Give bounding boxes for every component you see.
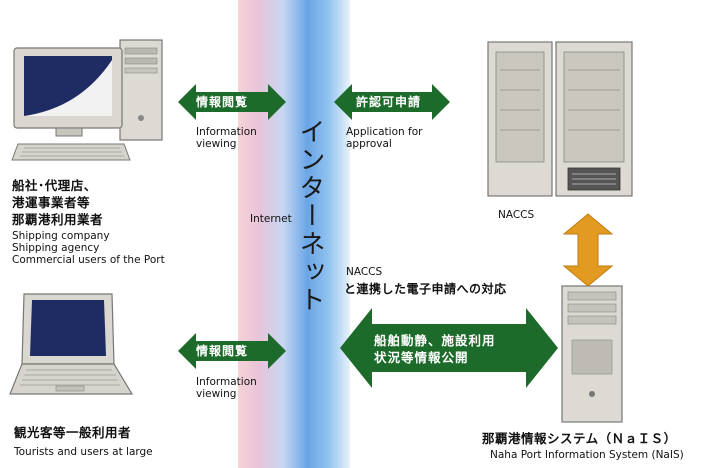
top-left-arrow: [178, 84, 286, 120]
tourists-en: Tourists and users at large: [14, 446, 153, 458]
naccs-link-description: と連携した電子申請への対応: [344, 282, 507, 296]
shipping-users-en-3: Commercial users of the Port: [12, 254, 165, 266]
tourists-jp: 観光客等一般利用者: [14, 425, 132, 440]
bottom-left-arrow: [178, 333, 286, 369]
naccs-link-label: NACCS: [346, 266, 383, 278]
shipping-users-jp-3: 那覇港利用業者: [12, 212, 104, 227]
shipping-users-jp-1: 船社･代理店、: [12, 178, 97, 193]
top-right-caption-1: Application for: [346, 126, 423, 138]
internet-band: [238, 0, 350, 468]
internet-katakana: インターネット: [295, 118, 325, 314]
bottom-right-arrow: [340, 308, 558, 388]
shipping-users-en-1: Shipping company: [12, 230, 110, 242]
internet-label: Internet: [250, 213, 292, 225]
bottom-left-caption-1: Information: [196, 376, 257, 388]
bottom-right-arrow-label-1: 船舶動静、施設利用: [374, 333, 496, 348]
desktop-computer-icon: [11, 39, 163, 161]
bottom-right-caption-1: Status of ships and: [386, 376, 501, 388]
top-left-caption-1: Information: [196, 126, 257, 138]
top-left-arrow-label: 情報閲覧: [196, 95, 249, 109]
bottom-right-arrow-label-2: 状況等情報公開: [374, 350, 469, 365]
top-right-arrow-label: 許認可申請: [356, 95, 422, 109]
shipping-users-jp-2: 港運事業者等: [12, 195, 91, 210]
bottom-left-caption-2: viewing: [196, 388, 237, 400]
naccs-label: NACCS: [498, 209, 535, 221]
naccs-nais-link-arrow: [562, 213, 614, 287]
nais-server-icon: [561, 285, 623, 423]
top-right-caption-2: approval: [346, 138, 392, 150]
laptop-icon: [9, 293, 134, 395]
naccs-server-icon: [487, 41, 633, 197]
top-left-caption-2: viewing: [196, 138, 237, 150]
bottom-left-arrow-label: 情報閲覧: [196, 344, 249, 358]
nais-jp: 那覇港情報システム（ＮａＩＳ）: [482, 431, 677, 446]
nais-en: Naha Port Information System (NaIS): [490, 449, 684, 461]
top-right-arrow: [334, 84, 450, 120]
bottom-right-caption-2: facilities are: [386, 389, 460, 401]
shipping-users-en-2: Shipping agency: [12, 242, 100, 254]
